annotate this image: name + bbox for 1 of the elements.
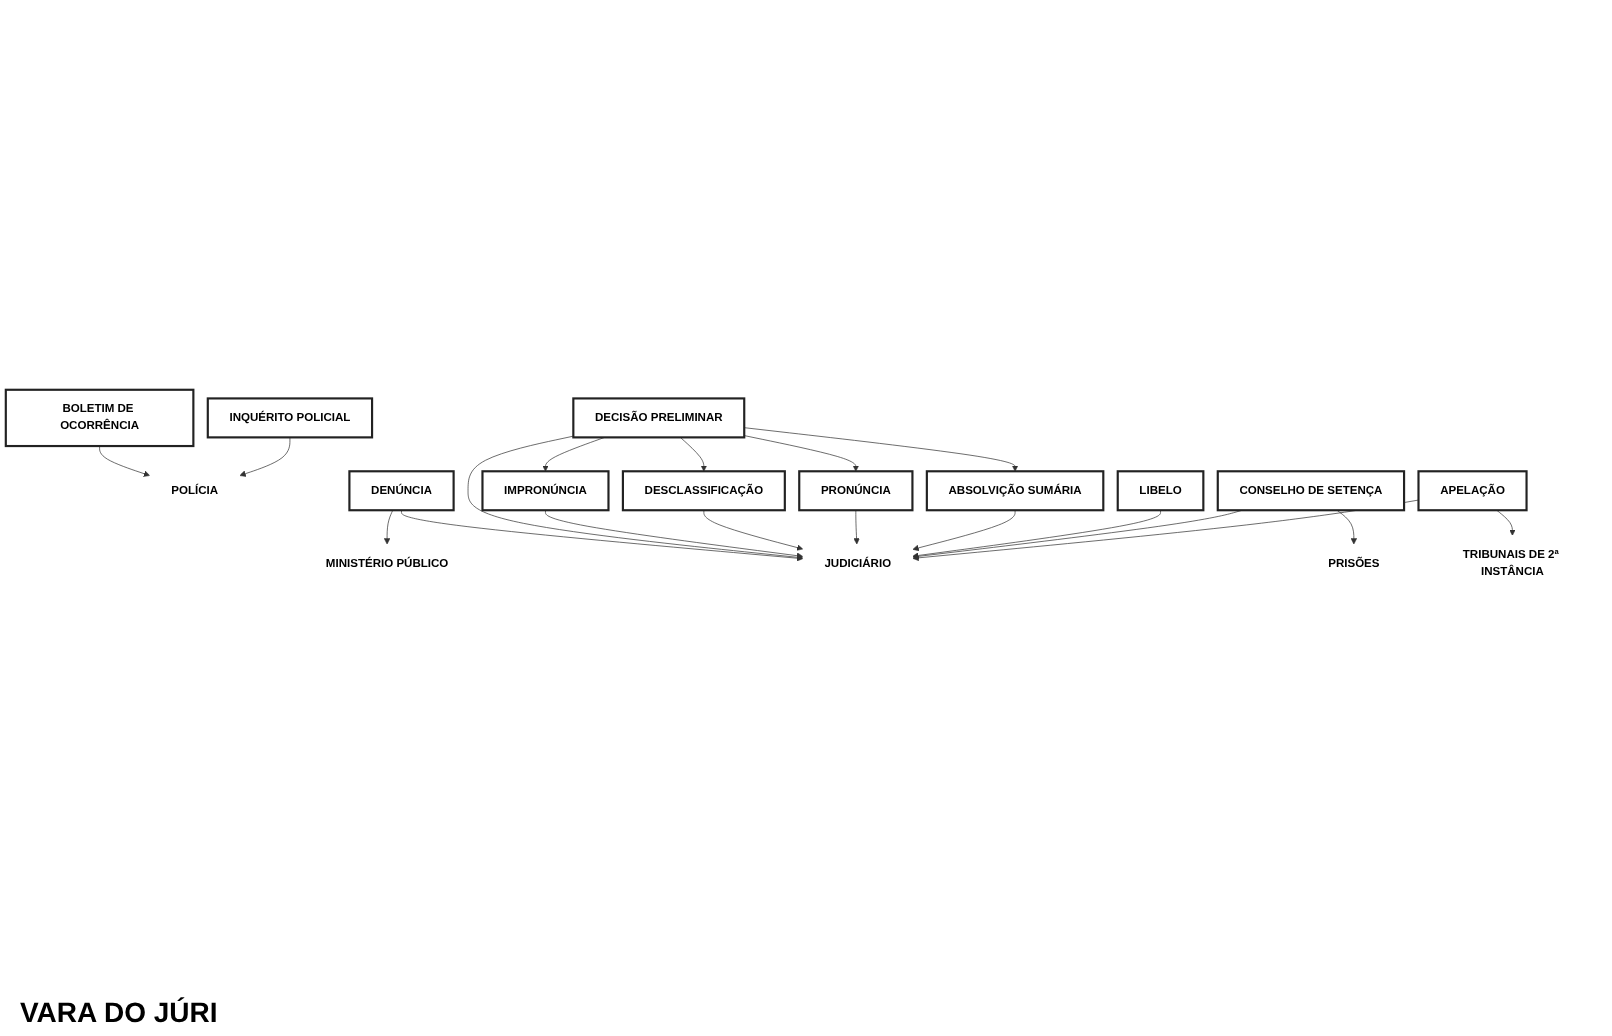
bracket-label: VARA DO JÚRI xyxy=(20,996,218,1028)
